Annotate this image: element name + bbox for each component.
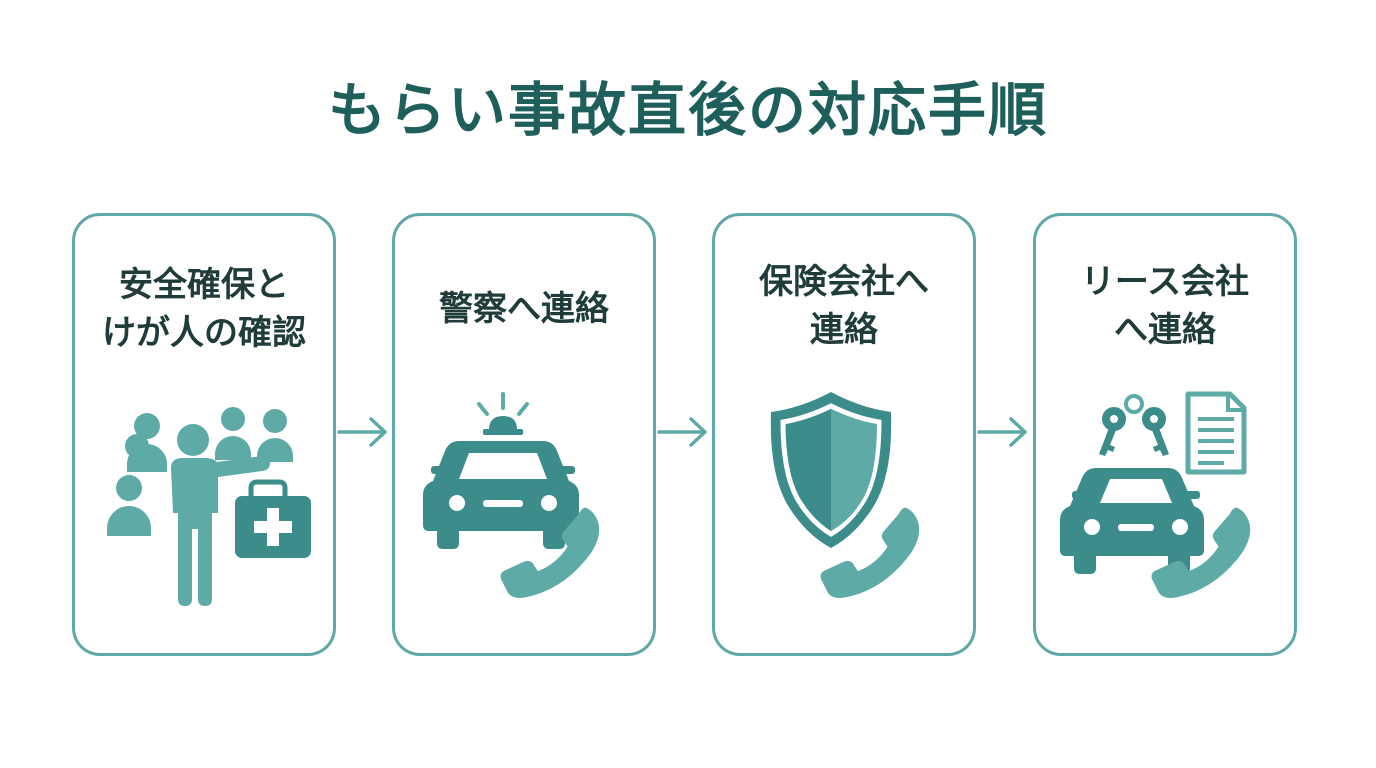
phone-icon [500, 507, 600, 598]
document-icon [1185, 391, 1247, 475]
step-title-line: 安全確保と [119, 265, 289, 305]
first-aid-kit-icon [235, 479, 311, 558]
page-title: もらい事故直後の対応手順 [327, 76, 1048, 144]
step-card-lease: リース会社 へ連絡 [1033, 213, 1297, 656]
arrow-right-icon [977, 417, 1027, 447]
step-title: リース会社 へ連絡 [1036, 258, 1294, 354]
step-title: 警察へ連絡 [395, 285, 653, 333]
step-title-line: へ連絡 [1114, 310, 1216, 350]
step-title-line: 警察へ連絡 [439, 289, 609, 329]
step-title-line: 保険会社へ [759, 262, 929, 302]
step-title-line: けが人の確認 [102, 313, 306, 353]
police-car-icon [423, 392, 579, 549]
step-card-safety: 安全確保と けが人の確認 [72, 213, 336, 656]
shield-icon [770, 392, 892, 548]
arrow-right-icon [657, 417, 707, 447]
step-title: 保険会社へ 連絡 [715, 258, 973, 354]
step-title-line: 連絡 [810, 310, 878, 350]
step-card-insurance: 保険会社へ 連絡 [712, 213, 976, 656]
phone-icon [1151, 507, 1251, 598]
people-icon [107, 407, 293, 606]
keys-icon [1099, 394, 1169, 456]
step-title-line: リース会社 [1080, 262, 1250, 302]
step-card-police: 警察へ連絡 [392, 213, 656, 656]
arrow-right-icon [337, 417, 387, 447]
car-icon [1060, 468, 1204, 574]
step-title: 安全確保と けが人の確認 [75, 261, 333, 357]
phone-icon [820, 507, 920, 598]
